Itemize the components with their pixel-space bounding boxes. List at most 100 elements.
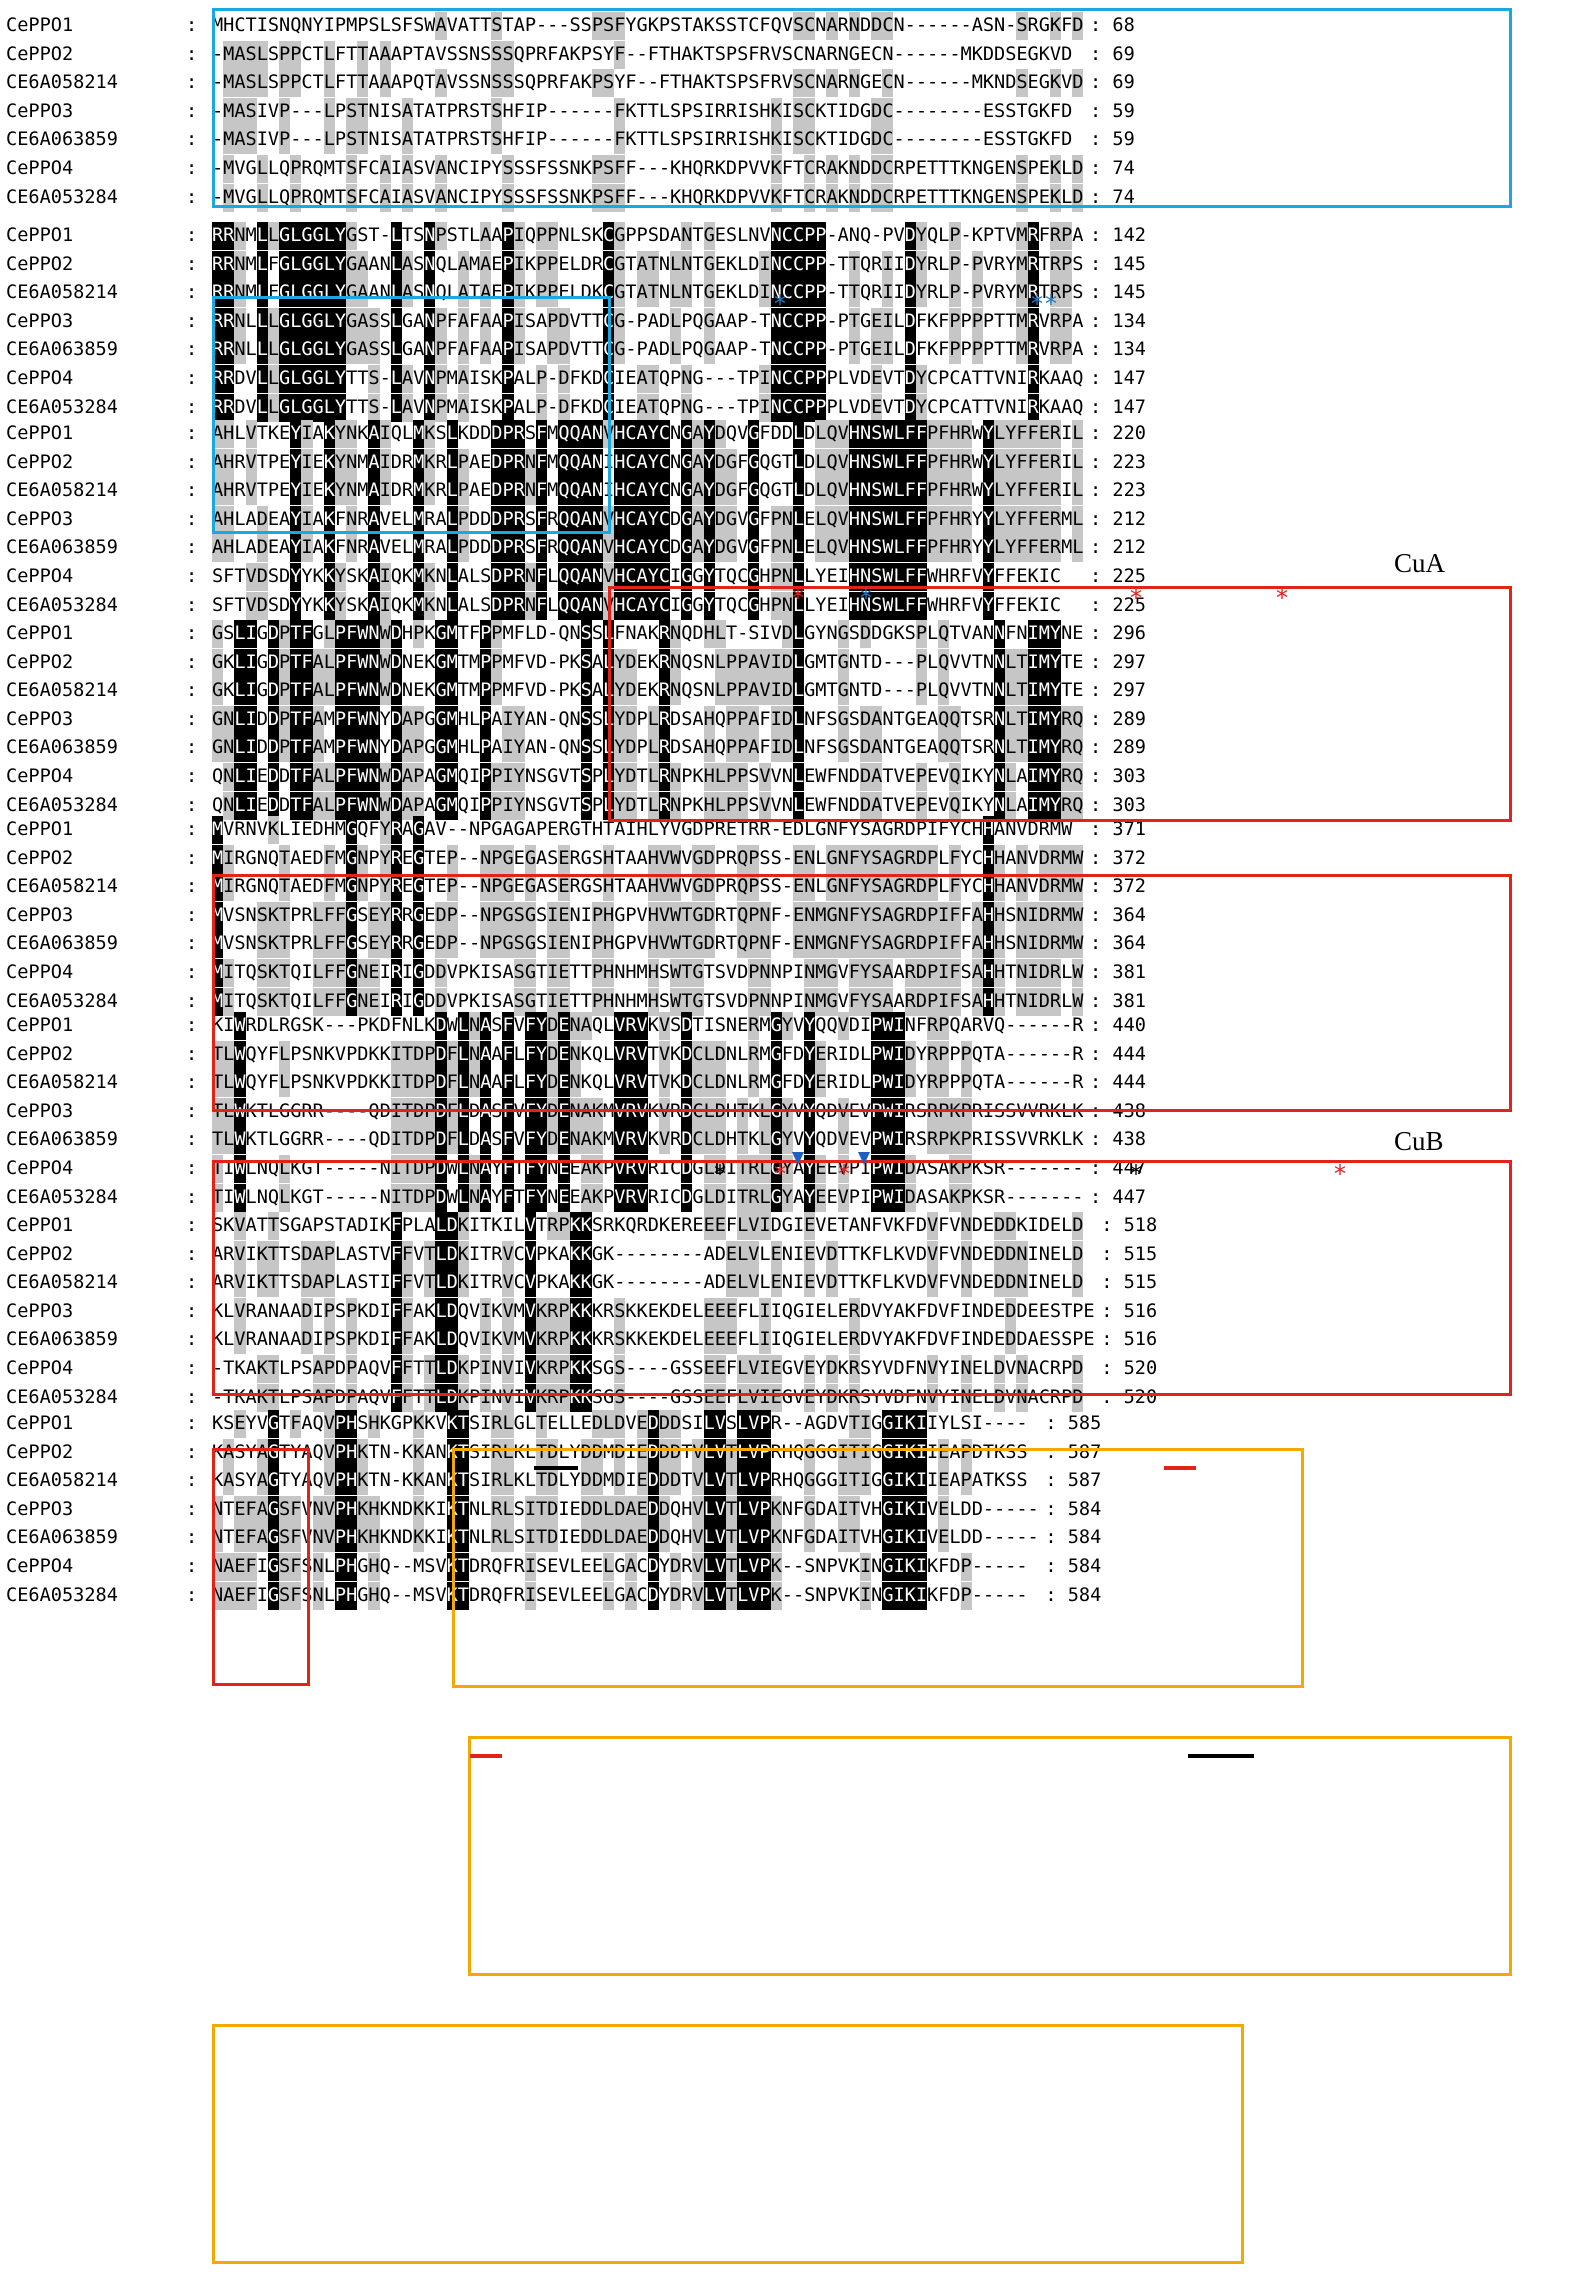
sequence-row: CE6A063859:KLVRANAADIPSPKDIFFAKLDQVIKVMV… xyxy=(0,1326,1570,1355)
sequence-name: CePPO2 xyxy=(6,651,74,673)
sequence-row: CE6A063859:RRNLLLGLGGLYGASSLGANPFAFAAPIS… xyxy=(0,336,1570,365)
separator-colon: : xyxy=(186,1386,198,1408)
separator-colon: : xyxy=(186,847,198,869)
sequence-residues: MVRNVKLIEDHMGQFYRAGAV--NPGAGAPERGTHTAIHL… xyxy=(212,816,1072,844)
sequence-name: CE6A058214 xyxy=(6,876,118,898)
residue-position: : 147 xyxy=(1090,396,1147,418)
separator-colon: : xyxy=(186,339,198,361)
sequence-name: CE6A053284 xyxy=(6,990,118,1012)
sequence-residues: KASYAGTYAQVPHKTN-KKANKTSIRLKLTDLYDDMDIED… xyxy=(212,1438,1028,1467)
separator-colon: : xyxy=(186,480,198,502)
sequence-row: CePPO2:ARVIKTTSDAPLASTVFFVTLDKITRVCVPKAK… xyxy=(0,1240,1570,1269)
sequence-residues: TLWKTLGGRR----QDITDPDFLDASFVFYDENAKMVRVK… xyxy=(212,1126,1083,1155)
conserved-residue-asterisk-icon: * xyxy=(860,584,872,612)
sequence-name: CePPO2 xyxy=(6,1043,74,1065)
sequence-name: CePPO4 xyxy=(6,962,74,983)
sequence-name: CePPO1 xyxy=(6,1015,74,1036)
sequence-residues: RRNLLLGLGGLYGASSLGANPFAFAAPISAPDVTTCG-PA… xyxy=(212,307,1083,336)
sequence-residues: -MASLSPPCTLFTTAAAPQTAVSSNSSSQPRFAKPSYF--… xyxy=(212,69,1083,98)
residue-position: : 364 xyxy=(1090,904,1147,926)
separator-colon: : xyxy=(186,100,198,122)
separator-colon: : xyxy=(186,819,198,840)
separator-colon: : xyxy=(186,43,198,65)
sequence-row: CePPO2: MIRGNQTAEDFMGNPYREGTEP--NPGEGASER… xyxy=(0,844,1570,873)
transit-peptide-box xyxy=(212,8,1512,208)
conserved-residue-asterisk-icon: * xyxy=(1045,290,1057,318)
separator-colon: : xyxy=(186,1215,198,1236)
sequence-name: CE6A063859 xyxy=(6,339,118,361)
residue-position: : 289 xyxy=(1090,708,1147,730)
sequence-row: CePPO4:MITQSKTQILFFGNEIRIGDDVPKISASGTIET… xyxy=(0,959,1570,987)
residue-position: : 447 xyxy=(1090,1158,1147,1179)
sequence-name: CePPO1 xyxy=(6,623,74,644)
sequence-row: CE6A058214:RRNMLFGLGGLYGAANLASNQLATAEPIK… xyxy=(0,279,1570,308)
residue-position: : 296 xyxy=(1090,623,1147,644)
sequence-residues: KIWRDLRGSK---PKDFNLKDWLNASFVFYDENAQLVRVK… xyxy=(212,1012,1083,1040)
sequence-residues: -MASIVP---LPSTNISATATPRSTSHFIP------FKTT… xyxy=(212,126,1072,155)
cua-domain-box xyxy=(608,586,1512,822)
residue-position: : 303 xyxy=(1090,766,1147,787)
sequence-residues: GSLIGDPTFGLPFWNWDHPKGMTFPPMFLD-QNSSLFNAK… xyxy=(212,620,1083,648)
sequence-residues: RRDVLLGLGGLYTTS-LAVNPMAISKPALP-DFKDCIEAT… xyxy=(212,365,1083,393)
sequence-row: CePPO3:AHLADEAYIAKFNRAVELMRALPDDDPRSFRQQ… xyxy=(0,505,1570,534)
sequence-name: CE6A058214 xyxy=(6,1272,118,1294)
separator-colon: : xyxy=(186,1043,198,1065)
residue-position: : 74 xyxy=(1090,158,1135,179)
residue-position: : 364 xyxy=(1090,933,1147,955)
sequence-row: CePPO4:SFTVDSDYYKKYSKAIQKMKNLALSDPRNFLQQ… xyxy=(0,563,1570,591)
transit-peptide-box xyxy=(212,296,611,534)
sequence-row: CE6A058214:GKLIGDPTFALPFWNWDNEKGMTMPPMFV… xyxy=(0,677,1570,706)
separator-colon: : xyxy=(186,1527,198,1549)
separator-colon: : xyxy=(186,282,198,304)
sequence-residues: MITQSKTQILFFGNEIRIGDDVPKISASGTIETTPHNHMH… xyxy=(212,987,1083,1016)
sequence-name: CePPO4 xyxy=(6,766,74,787)
residue-position: : 516 xyxy=(1101,1300,1158,1322)
separator-colon: : xyxy=(186,794,198,816)
triangle-marker-icon xyxy=(792,1152,804,1165)
residue-position: : 69 xyxy=(1090,72,1135,94)
sequence-residues: SFTVDSDYYKKYSKAIQKMKNLALSDPRNFLQQANVHCAY… xyxy=(212,591,1061,620)
sequence-name: CE6A063859 xyxy=(6,1129,118,1151)
residue-position: : 587 xyxy=(1045,1470,1102,1492)
sequence-residues: -MASLSPPCTLFTTAAAPTAVSSNSSSQPRFAKPSYF--F… xyxy=(212,40,1072,69)
conserved-residue-asterisk-icon: * xyxy=(1031,290,1043,318)
residue-position: : 223 xyxy=(1090,451,1147,473)
sequence-name: CePPO1 xyxy=(6,15,74,36)
residue-position: : 585 xyxy=(1045,1413,1102,1434)
residue-position: : 59 xyxy=(1090,129,1135,151)
sequence-name: CePPO2 xyxy=(6,43,74,65)
sequence-row: CE6A058214:TLWQYFLPSNKVPDKKITDPDFLNAAFLF… xyxy=(0,1069,1570,1098)
sequence-residues: MVSNSKTPRLFFGSEYRRGEDP--NPGSGSIENIPHGPVH… xyxy=(212,901,1083,930)
sequence-name: CePPO3 xyxy=(6,1498,74,1520)
sequence-residues: TIWLNQLKGT-----NITDPDWLNAYFTFYNEEAKPVRVR… xyxy=(212,1155,1083,1183)
residue-position: : 74 xyxy=(1090,186,1135,208)
cub-domain-box xyxy=(212,1160,1512,1396)
sequence-name: CePPO3 xyxy=(6,310,74,332)
sequence-row: CE6A053284:RRDVLLGLGGLYTTS-LAVNPMAISKPAL… xyxy=(0,393,1570,422)
residue-position: : 134 xyxy=(1090,310,1147,332)
sequence-row: CePPO2:TLWQYFLPSNKVPDKKITDPDFLNAAFLFYDEN… xyxy=(0,1040,1570,1069)
sequence-row: CePPO2:AHRVTPEYIEKYNMAIDRMKRLPAEDPRNFMQQ… xyxy=(0,448,1570,477)
sequence-row: CePPO4:-TKAKTLPSAPDPAQVFFTTLDKPINVIVKRPK… xyxy=(0,1355,1570,1383)
residue-position: : 444 xyxy=(1090,1043,1147,1065)
sequence-row: CePPO1:MVRNVKLIEDHMGQFYRAGAV--NPGAGAPERG… xyxy=(0,816,1570,844)
residue-position: : 225 xyxy=(1090,594,1147,616)
separator-colon: : xyxy=(186,1072,198,1094)
sequence-name: CePPO2 xyxy=(6,253,74,275)
separator-colon: : xyxy=(186,158,198,179)
residue-position: : 444 xyxy=(1090,1072,1147,1094)
separator-colon: : xyxy=(186,651,198,673)
residue-position: : 142 xyxy=(1090,225,1147,246)
sequence-name: CePPO2 xyxy=(6,847,74,869)
sequence-name: CePPO3 xyxy=(6,1300,74,1322)
sequence-name: CE6A063859 xyxy=(6,129,118,151)
sequence-name: CE6A063859 xyxy=(6,537,118,559)
sequence-name: CE6A053284 xyxy=(6,1186,118,1208)
residue-position: : 212 xyxy=(1090,537,1147,559)
sequence-row: CE6A058214:ARVIKTTSDAPLASTIFFVTLDKITRVCV… xyxy=(0,1269,1570,1298)
separator-colon: : xyxy=(186,1158,198,1179)
sequence-residues: RRNMLFGLGGLYGAANLASNQLAMAEPIKPPELDRCGTAT… xyxy=(212,250,1083,279)
sequence-row: CePPO4:-MVGLLQPRQMTSFCAIASVANCIPYSSSFSSN… xyxy=(0,155,1570,183)
sequence-residues: MIRGNQTAEDFMGNPYREGTEP--NPGEGASERGSHTAAH… xyxy=(212,844,1083,873)
sequence-name: CePPO3 xyxy=(6,708,74,730)
